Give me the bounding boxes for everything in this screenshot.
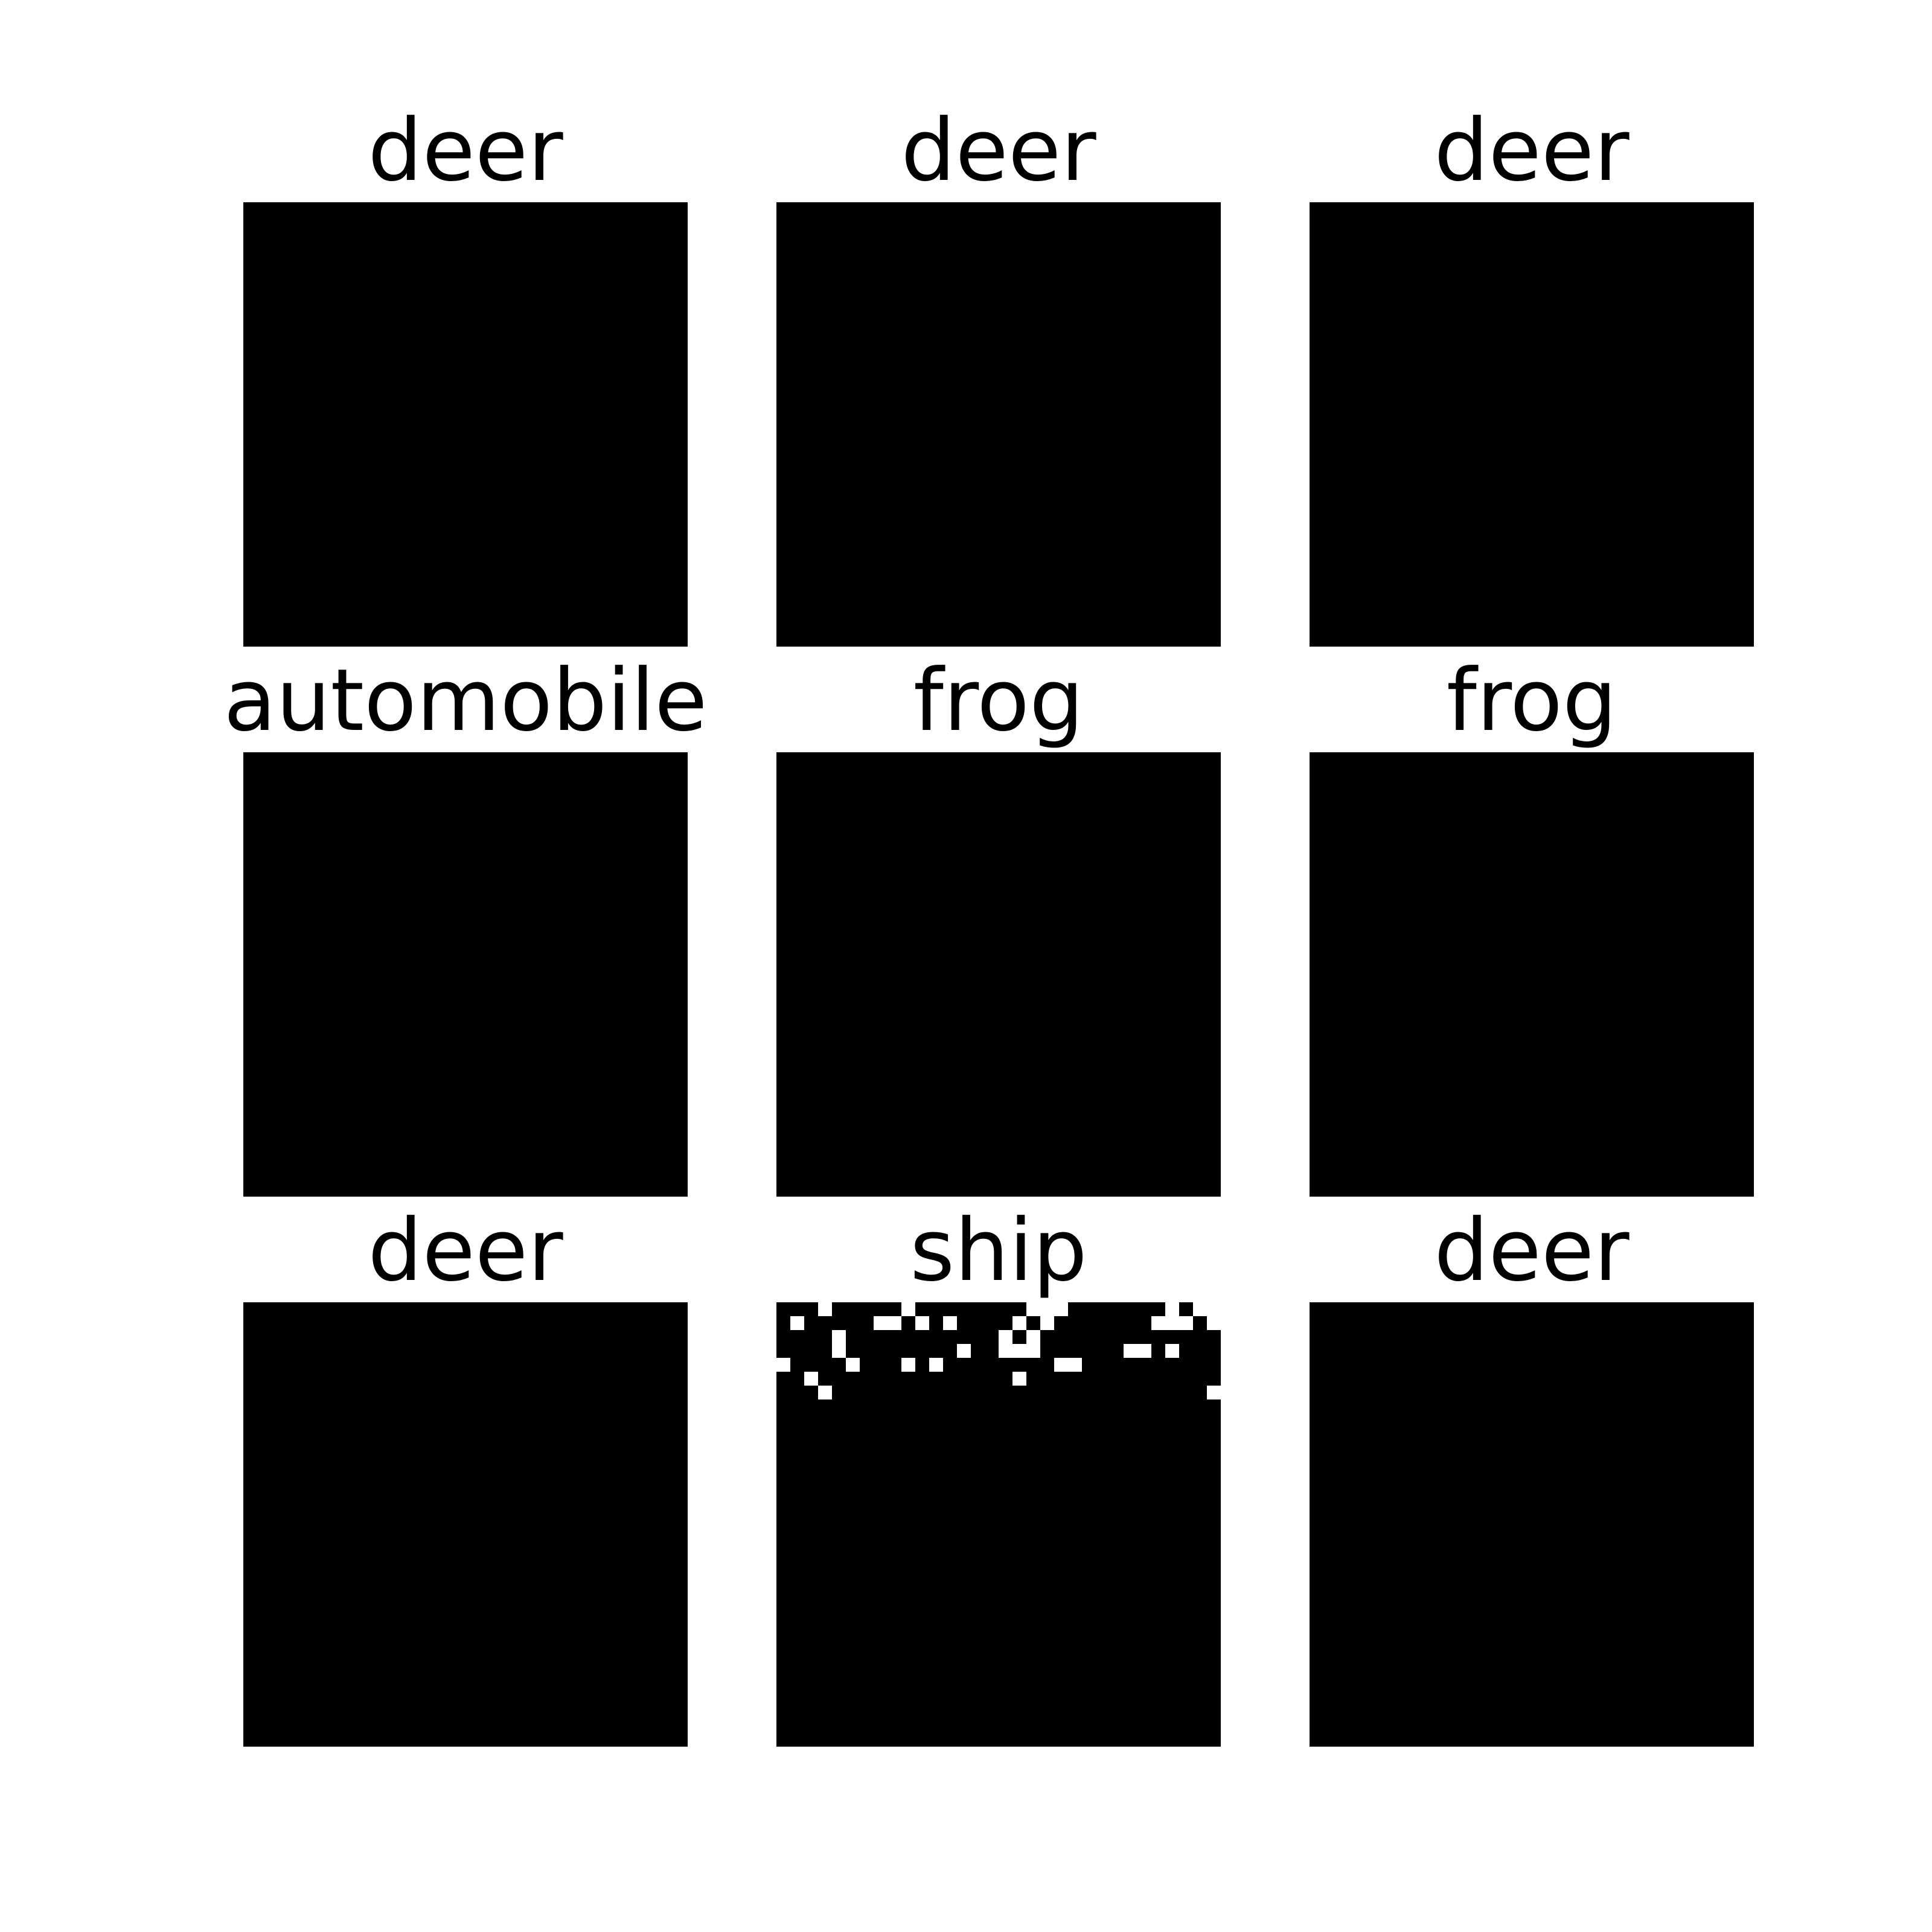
grid-cell: deer (1310, 97, 1754, 647)
image-label: deer (901, 101, 1096, 200)
pixelated-image (243, 752, 688, 1197)
pixelated-image (776, 752, 1221, 1197)
grid-cell: deer (243, 1197, 688, 1747)
pixel-canvas (776, 1302, 1221, 1747)
pixelated-image (1310, 752, 1754, 1197)
pixel-canvas (1310, 1302, 1754, 1747)
pixelated-image (1310, 202, 1754, 647)
grid-cell: ship (776, 1197, 1221, 1747)
image-label: ship (910, 1201, 1087, 1300)
pixel-canvas (243, 202, 688, 647)
pixel-canvas (776, 202, 1221, 647)
image-label: deer (368, 101, 563, 200)
image-label: deer (368, 1201, 563, 1300)
pixelated-image (243, 1302, 688, 1747)
pixel-canvas (1310, 752, 1754, 1197)
grid-cell: deer (776, 97, 1221, 647)
grid-cell: deer (243, 97, 688, 647)
grid-cell: automobile (223, 647, 708, 1197)
pixel-canvas (1310, 202, 1754, 647)
pixel-canvas (776, 752, 1221, 1197)
image-label: frog (913, 651, 1084, 750)
pixel-canvas (243, 752, 688, 1197)
pixelated-image (776, 1302, 1221, 1747)
image-label: frog (1446, 651, 1617, 750)
pixelated-image (1310, 1302, 1754, 1747)
image-label: automobile (223, 651, 708, 750)
pixelated-image (776, 202, 1221, 647)
grid-cell: frog (776, 647, 1221, 1197)
image-label: deer (1434, 101, 1630, 200)
grid-cell: frog (1310, 647, 1754, 1197)
pixelated-image (243, 202, 688, 647)
image-label: deer (1434, 1201, 1630, 1300)
grid-cell: deer (1310, 1197, 1754, 1747)
pixel-canvas (243, 1302, 688, 1747)
